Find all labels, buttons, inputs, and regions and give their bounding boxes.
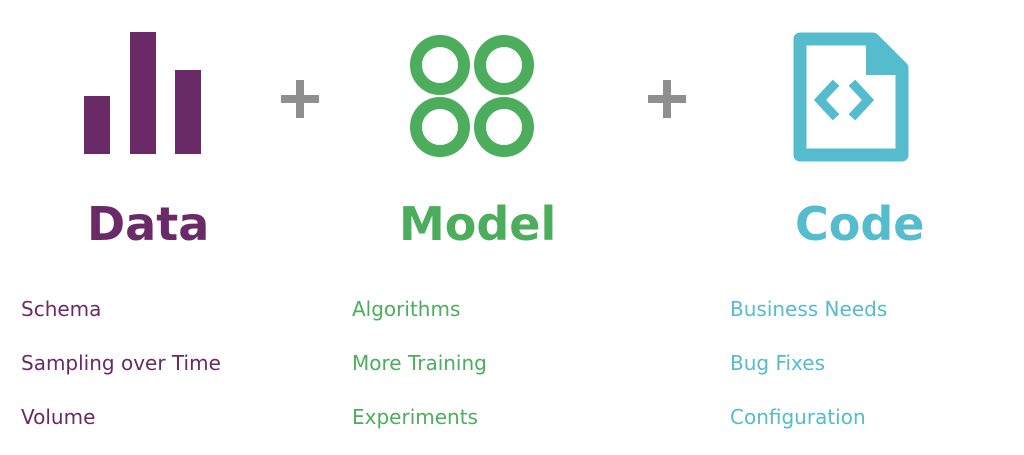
list-item: Configuration	[730, 405, 866, 429]
model-items-list: Algorithms More Training Experiments	[352, 282, 487, 444]
list-item: Algorithms	[352, 297, 461, 321]
list-item: Bug Fixes	[730, 351, 825, 375]
list-item: Business Needs	[730, 297, 888, 321]
bar-chart-icon	[84, 32, 201, 154]
data-items-list: Schema Sampling over Time Volume	[21, 282, 221, 444]
plus-icon	[648, 80, 686, 118]
list-item: More Training	[352, 351, 487, 375]
list-item: Sampling over Time	[21, 351, 221, 375]
code-title: Code	[795, 197, 925, 251]
data-title: Data	[87, 197, 210, 251]
list-item: Volume	[21, 405, 96, 429]
code-file-icon	[793, 32, 909, 162]
code-items-list: Business Needs Bug Fixes Configuration	[730, 282, 887, 444]
list-item: Schema	[21, 297, 102, 321]
plus-icon	[281, 80, 319, 118]
model-title: Model	[399, 197, 557, 251]
list-item: Experiments	[352, 405, 478, 429]
four-circles-icon	[410, 35, 534, 157]
